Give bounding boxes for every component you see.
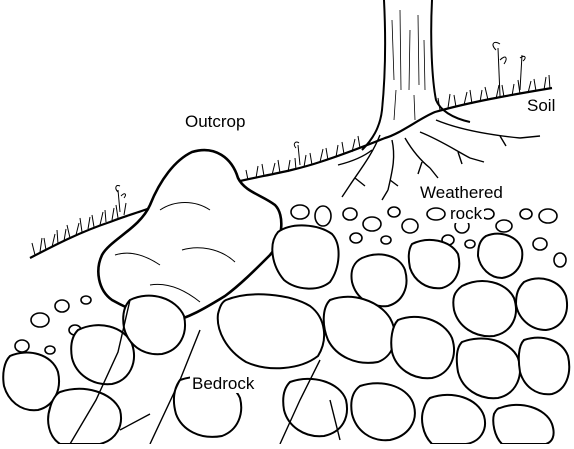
tree-trunk	[362, 0, 470, 150]
label-outcrop: Outcrop	[183, 113, 247, 131]
label-weathered: Weathered	[418, 184, 505, 202]
bedrock-blocks	[3, 225, 569, 444]
label-rock: rock	[448, 205, 484, 223]
label-bedrock: Bedrock	[190, 375, 256, 393]
label-soil: Soil	[525, 97, 557, 115]
